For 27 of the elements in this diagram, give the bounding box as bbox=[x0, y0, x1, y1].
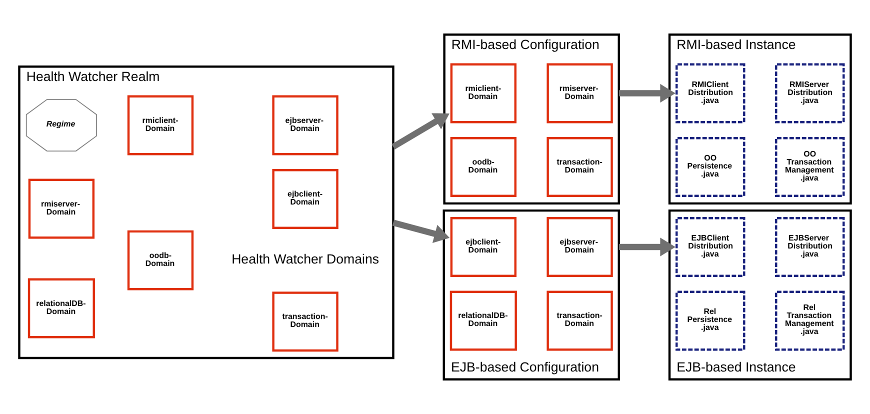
node-box: EJBServer Distribution .java bbox=[775, 217, 845, 277]
arrow bbox=[392, 220, 450, 243]
node-box: Rel Persistence .java bbox=[676, 290, 746, 351]
node-box: ejbclient-Domain bbox=[450, 217, 516, 277]
node-box: rmiclient-Domain bbox=[450, 63, 516, 124]
node-box: Rel Transaction Management .java bbox=[775, 290, 845, 351]
node-box: transaction-Domain bbox=[546, 290, 613, 351]
node-box: rmiserver-Domain bbox=[28, 178, 95, 239]
node-box: EJBClient Distribution .java bbox=[676, 217, 746, 277]
node-box: transaction-Domain bbox=[272, 292, 338, 352]
node-box: OO Persistence .java bbox=[676, 137, 746, 197]
node-box: transaction-Domain bbox=[546, 137, 613, 197]
arrow bbox=[618, 84, 676, 103]
node-box: rmiserver-Domain bbox=[546, 63, 613, 124]
node-box: relationalDB-Domain bbox=[450, 290, 517, 351]
node-box: ejbserver-Domain bbox=[546, 217, 613, 277]
node-box: ejbserver-Domain bbox=[272, 95, 338, 156]
node-box: ejbclient-Domain bbox=[272, 169, 338, 229]
node-box: rmiclient-Domain bbox=[127, 95, 194, 156]
node-box: RMIServer Distribution .java bbox=[775, 63, 845, 124]
node-box: relationalDB-Domain bbox=[28, 278, 95, 338]
node-box: oodb-Domain bbox=[450, 137, 516, 197]
arrow bbox=[618, 238, 676, 256]
arrow bbox=[392, 113, 450, 150]
node-box: OO Transaction Management .java bbox=[775, 137, 845, 197]
node-box: oodb-Domain bbox=[127, 230, 194, 290]
node-box: RMIClient Distribution .java bbox=[676, 63, 746, 124]
